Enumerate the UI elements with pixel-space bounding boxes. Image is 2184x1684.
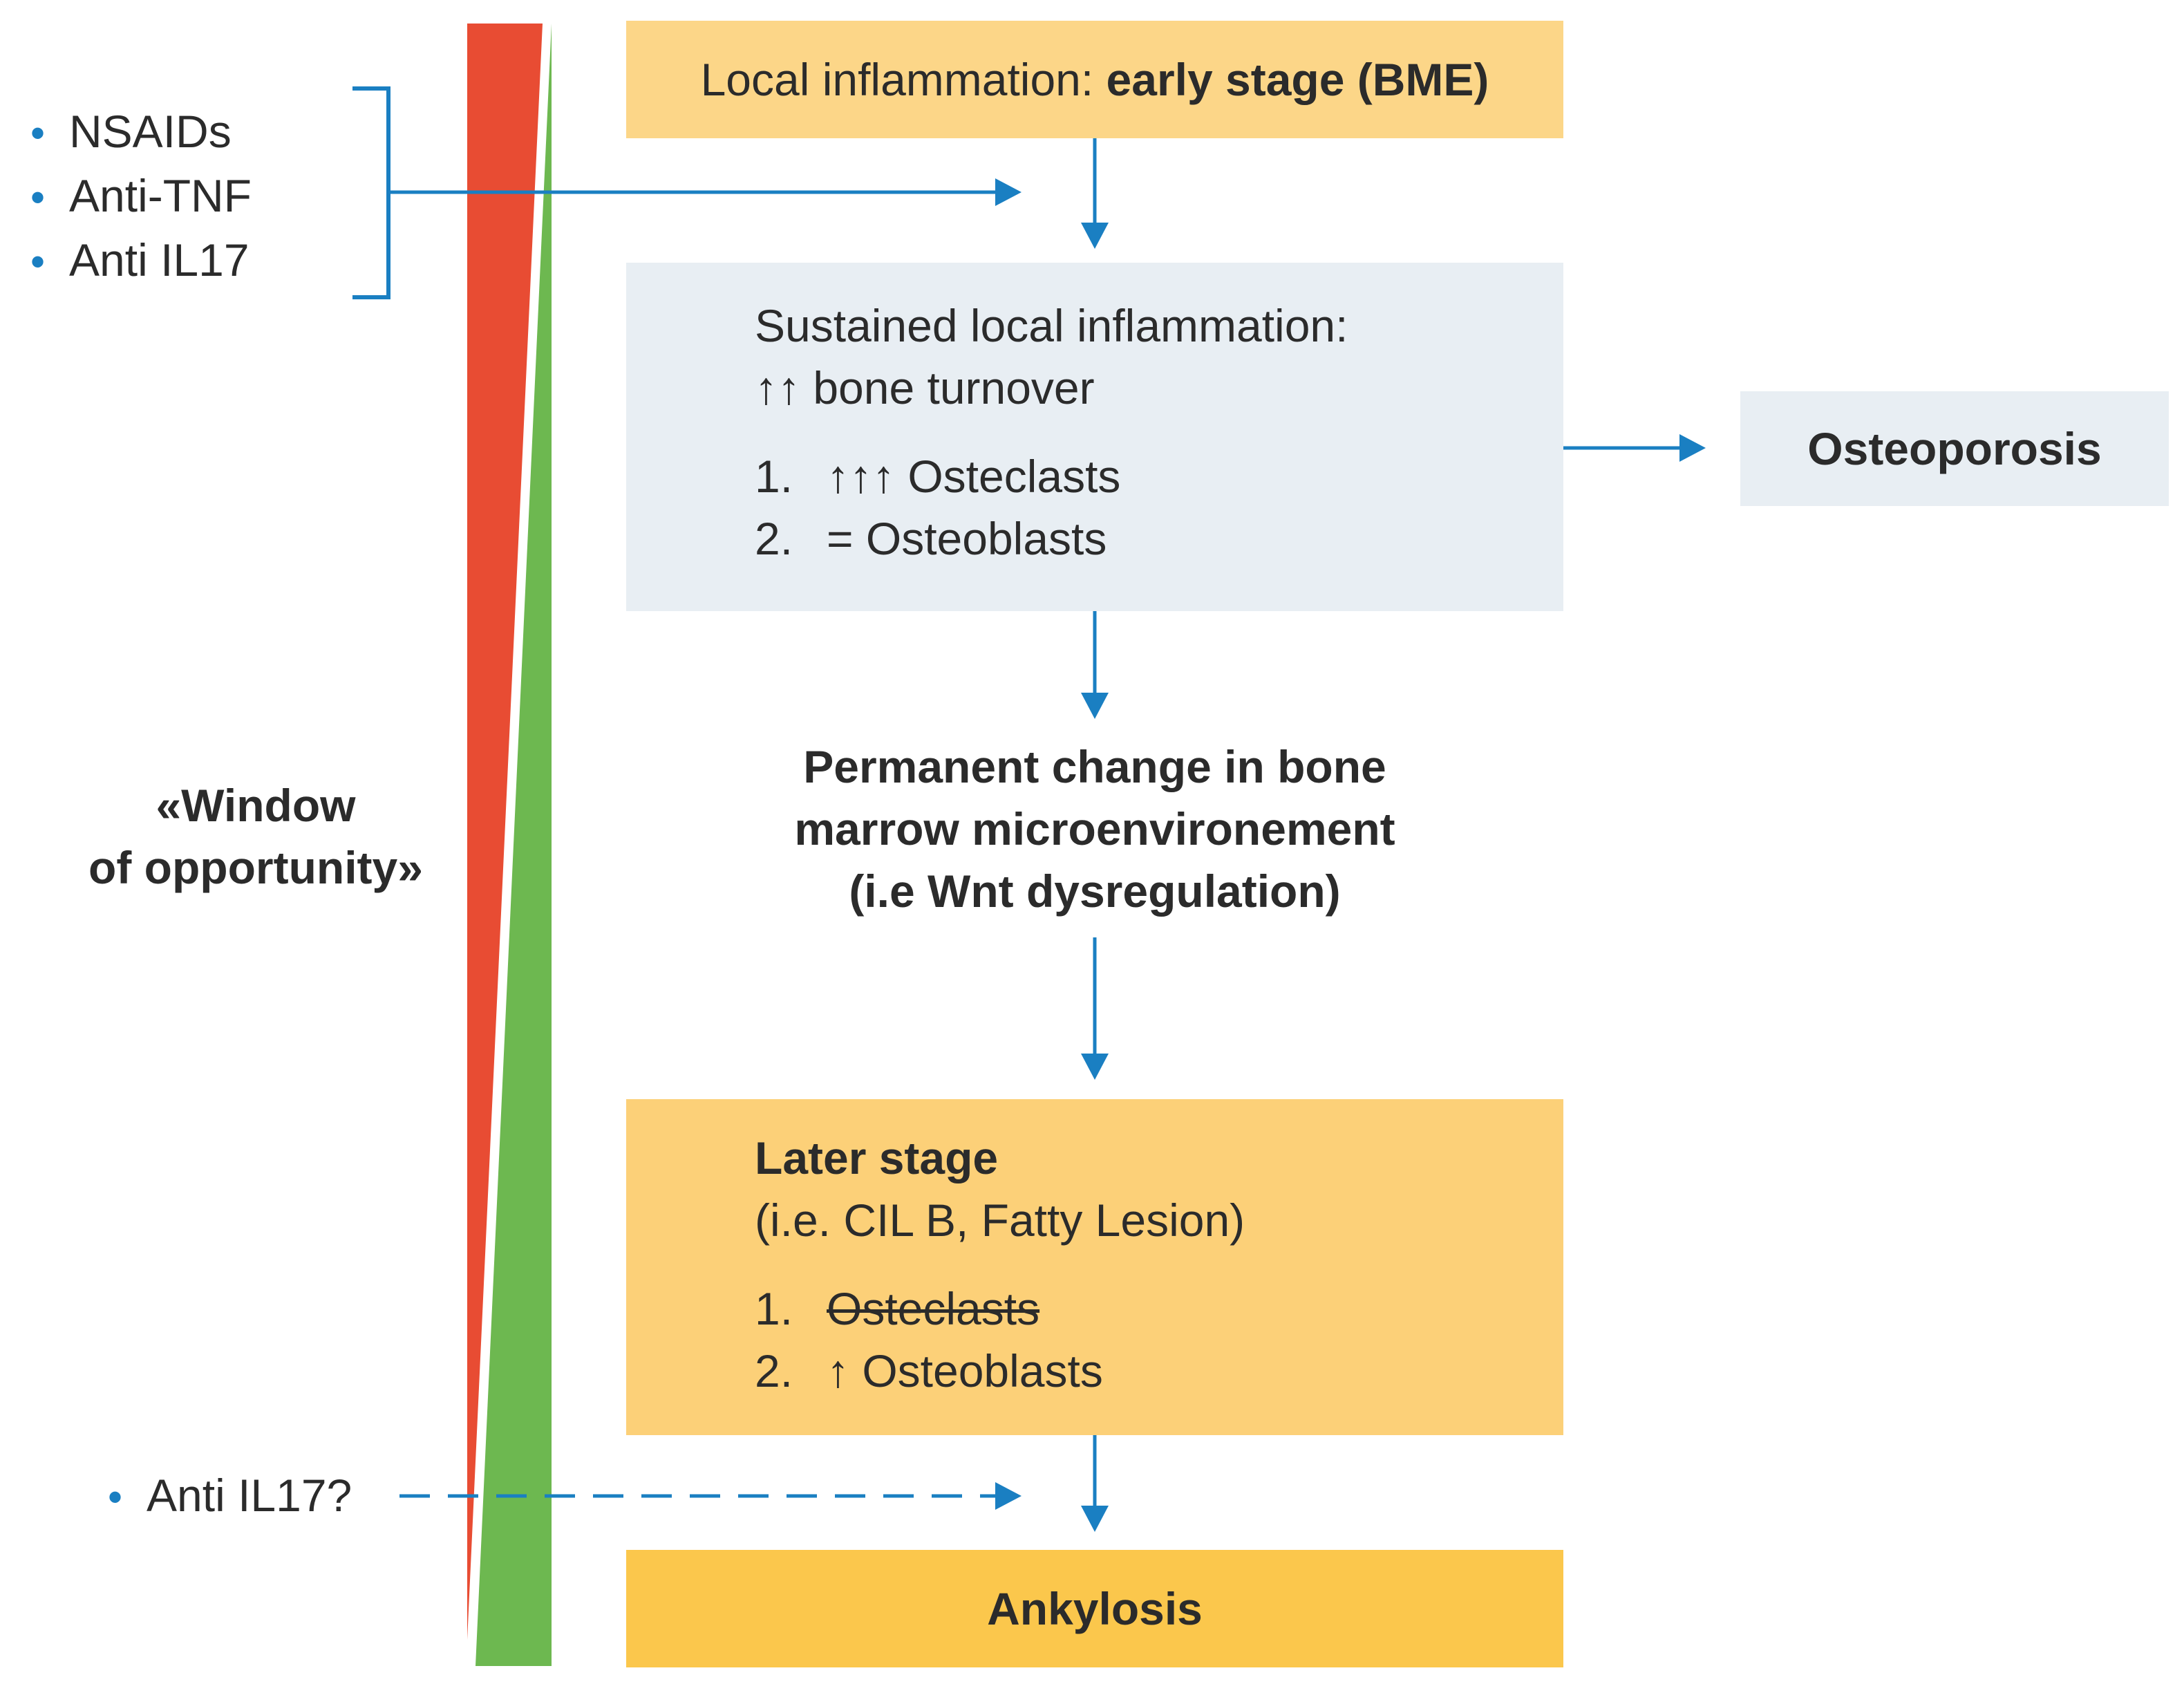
sustained-item-1: 1.↑↑↑ Osteclasts bbox=[755, 451, 1121, 502]
later-item-2: 2.↑ Osteoblasts bbox=[755, 1345, 1103, 1396]
arrowhead-4 bbox=[1081, 1506, 1109, 1532]
permanent-change: Permanent change in bone marrow microenv… bbox=[794, 741, 1395, 917]
bullet-icon: • bbox=[30, 110, 46, 156]
arrowhead-2 bbox=[1081, 693, 1109, 719]
treatment-bottom: •Anti IL17? bbox=[108, 1464, 352, 1528]
sustained-subtitle: ↑↑ bone turnover bbox=[755, 362, 1095, 413]
sustained-title: Sustained local inflammation: bbox=[755, 300, 1348, 351]
arrowhead-6 bbox=[995, 1482, 1022, 1510]
arrowhead-5 bbox=[1679, 434, 1706, 462]
treatment-item: •Anti IL17 bbox=[30, 229, 252, 293]
early-stage-label: Local inflammation: bbox=[700, 54, 1107, 105]
arrowhead-1 bbox=[1081, 223, 1109, 249]
box-later-stage: Later stage (i.e. CIL B, Fatty Lesion) 1… bbox=[626, 1099, 1563, 1435]
window-of-opportunity: «Window of opportunity» bbox=[88, 780, 423, 893]
later-item-1: 1.Osteclasts bbox=[755, 1283, 1040, 1334]
treatment-item: •NSAIDs bbox=[30, 100, 252, 165]
bullet-icon: • bbox=[108, 1474, 123, 1520]
early-stage-bold: early stage (BME) bbox=[1106, 54, 1489, 105]
later-stage-subtitle: (i.e. CIL B, Fatty Lesion) bbox=[755, 1195, 1245, 1246]
later-stage-title: Later stage bbox=[755, 1132, 999, 1184]
box-early-stage: Local inflammation: early stage (BME) bbox=[626, 21, 1563, 138]
box-sustained-inflammation: Sustained local inflammation: ↑↑ bone tu… bbox=[626, 263, 1563, 611]
ankylosis-label: Ankylosis bbox=[987, 1583, 1203, 1634]
osteoporosis-label: Osteoporosis bbox=[1807, 423, 2102, 474]
red-wedge bbox=[467, 24, 543, 1640]
box-ankylosis: Ankylosis bbox=[626, 1550, 1563, 1667]
green-wedge bbox=[476, 24, 552, 1666]
treatment-item: •Anti-TNF bbox=[30, 165, 252, 229]
arrowhead-3 bbox=[1081, 1054, 1109, 1080]
sustained-item-2: 2.= Osteoblasts bbox=[755, 513, 1107, 564]
bullet-icon: • bbox=[30, 238, 46, 285]
treatment-bracket bbox=[352, 86, 390, 299]
treatment-arrowhead bbox=[995, 178, 1022, 206]
treatments-top-list: •NSAIDs •Anti-TNF •Anti IL17 bbox=[30, 100, 252, 293]
box-osteoporosis: Osteoporosis bbox=[1740, 391, 2169, 506]
bullet-icon: • bbox=[30, 174, 46, 221]
